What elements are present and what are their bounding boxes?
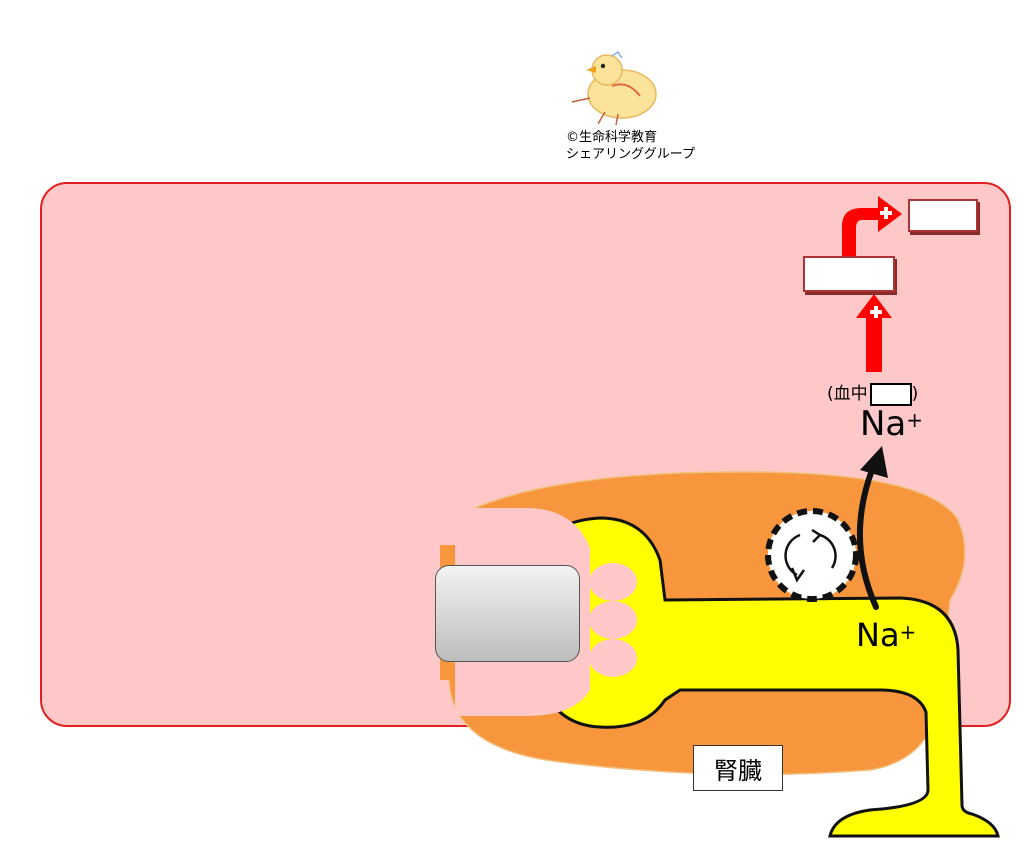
- plus-icon: [870, 207, 892, 318]
- blood-suffix: ): [911, 384, 919, 404]
- sodium-charge: +: [899, 620, 917, 644]
- sodium-ion-tubule: Na+: [856, 616, 916, 654]
- blood-prefix: (血中: [827, 384, 868, 404]
- renal-tubule: [538, 516, 1000, 838]
- blood-level-label: (血中): [827, 379, 918, 406]
- sodium-symbol: Na: [856, 616, 900, 654]
- sodium-charge: +: [906, 408, 924, 432]
- blood-blank-box[interactable]: [869, 382, 912, 406]
- gland-box: [435, 565, 580, 662]
- chick-icon: [571, 50, 657, 126]
- blank-answer-box-middle[interactable]: [803, 256, 895, 292]
- reabsorption-arrow: [856, 467, 879, 610]
- credit-line-2: シェアリンググループ: [566, 147, 695, 162]
- sodium-symbol: Na: [860, 404, 907, 444]
- reabsorption-arrowhead: [860, 446, 888, 478]
- glomerulus-loops: [589, 563, 637, 677]
- rotating-pump-icon: [765, 508, 859, 602]
- credit-line-1: ©生命科学教育: [566, 130, 658, 145]
- sodium-ion-blood: Na+: [860, 404, 923, 444]
- blank-answer-box-top[interactable]: [908, 199, 978, 232]
- kidney-label: 腎臓: [693, 745, 783, 791]
- copyright-credit: ©生命科学教育 シェアリンググループ: [566, 129, 695, 163]
